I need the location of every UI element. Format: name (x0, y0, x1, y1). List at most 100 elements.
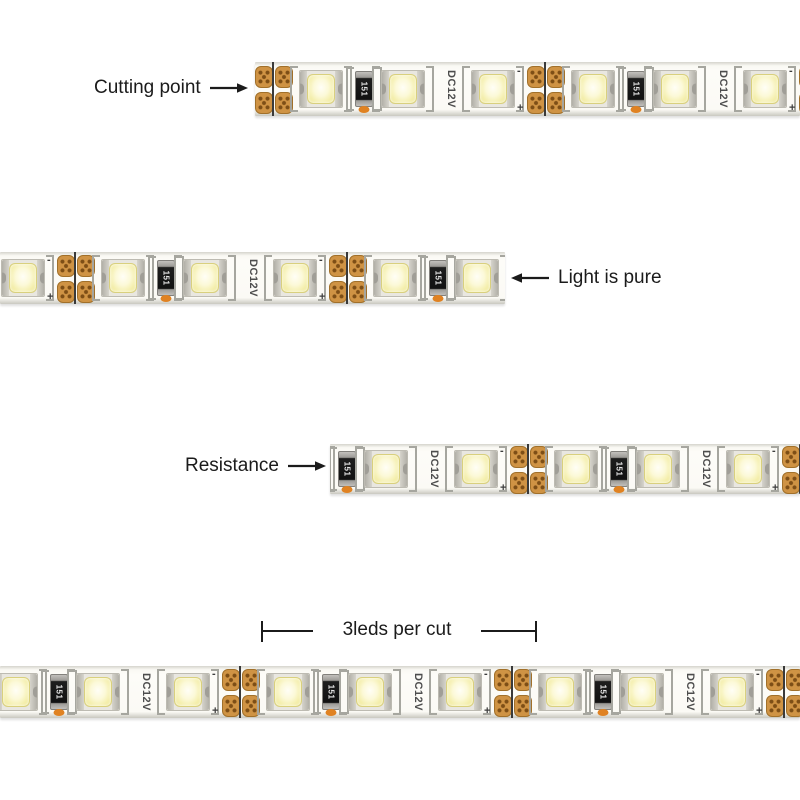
solder-bracket-left (257, 669, 265, 715)
led-package (273, 259, 317, 297)
led-contact-left (349, 674, 356, 710)
led-package (381, 70, 425, 108)
solder-bracket-right (788, 66, 796, 112)
led-phosphor-chip (446, 677, 474, 707)
voltage-print: DC12V (428, 450, 440, 488)
copper-pad (222, 695, 240, 717)
led-phosphor-chip (274, 677, 302, 707)
copper-pad (329, 255, 347, 277)
solder-bracket-left (734, 66, 742, 112)
copper-pad (782, 472, 800, 494)
led-contact-left (572, 71, 579, 107)
solder-bracket-right (681, 446, 689, 492)
resistor-orange-dot (630, 106, 642, 113)
resistor-orange-dot (341, 486, 353, 493)
led-package (0, 673, 38, 711)
led-phosphor-chip (84, 677, 112, 707)
led-contact-right (474, 674, 481, 710)
led-contact-right (779, 71, 786, 107)
resistor-orange-dot (613, 486, 625, 493)
copper-cut-pads: -+ (772, 444, 800, 494)
led-module (446, 255, 505, 301)
led-phosphor-chip (562, 454, 590, 484)
plus-polarity-mark: + (47, 291, 54, 303)
copper-pad (255, 92, 273, 114)
copper-cut-pads: -+ (319, 252, 367, 304)
led-module (545, 446, 607, 492)
solder-bracket-right (46, 255, 54, 301)
led-module (364, 255, 426, 301)
led-module (734, 66, 796, 112)
led-contact-right (490, 451, 497, 487)
led-module (429, 669, 491, 715)
led-module (611, 669, 673, 715)
led-phosphor-chip (109, 263, 137, 293)
led-contact-right (219, 260, 226, 296)
led-contact-left (2, 260, 9, 296)
resistor: 151 (148, 256, 184, 302)
copper-pad (527, 66, 545, 88)
resistor-orange-dot (432, 295, 444, 302)
copper-cut-pads: -+ (47, 252, 95, 304)
resistor-code-label: 151 (342, 461, 352, 477)
led-phosphor-chip (372, 454, 400, 484)
cutting-point-annotation: Cutting point (94, 76, 248, 99)
minus-polarity-mark: - (756, 668, 760, 680)
light-is-pure-label: Light is pure (558, 267, 662, 288)
led-contact-right (656, 674, 663, 710)
led-contact-left (727, 451, 734, 487)
solder-bracket-left (355, 446, 363, 492)
solder-bracket-right (500, 255, 505, 301)
led-contact-right (574, 674, 581, 710)
led-contact-left (621, 674, 628, 710)
copper-pad (786, 669, 800, 691)
led-phosphor-chip (661, 74, 689, 104)
minus-polarity-mark: - (47, 254, 51, 266)
cut-line (272, 62, 274, 116)
led-contact-left (167, 674, 174, 710)
led-module (627, 446, 689, 492)
solder-bracket-left (290, 66, 298, 112)
copper-pad (494, 669, 512, 691)
solder-bracket-left (372, 66, 380, 112)
minus-polarity-mark: - (517, 65, 521, 77)
led-contact-left (382, 71, 389, 107)
led-module (701, 669, 763, 715)
resistor-orange-dot (358, 106, 370, 113)
led-phosphor-chip (579, 74, 607, 104)
led-phosphor-chip (734, 454, 762, 484)
solder-bracket-left (41, 670, 49, 714)
led-contact-right (400, 451, 407, 487)
resistor: 151 (346, 67, 382, 113)
solder-bracket-right (665, 669, 673, 715)
cut-line (783, 666, 785, 718)
led-phosphor-chip (463, 263, 491, 293)
arrow-right-icon (288, 460, 326, 471)
resistor-code-label: 151 (54, 684, 64, 700)
solder-bracket-right (318, 255, 326, 301)
led-contact-left (374, 260, 381, 296)
solder-bracket-right (483, 669, 491, 715)
cutting-point-label: Cutting point (94, 77, 201, 98)
solder-bracket-right (121, 669, 129, 715)
voltage-print: DC12V (700, 450, 712, 488)
voltage-print: DC12V (140, 673, 152, 711)
copper-pad (329, 281, 347, 303)
copper-pad (510, 446, 528, 468)
led-contact-left (365, 451, 372, 487)
led-package (348, 673, 392, 711)
resistor: 151 (41, 670, 77, 716)
solder-bracket-left (611, 669, 619, 715)
led-module (157, 669, 219, 715)
led-module (462, 66, 524, 112)
solder-bracket-left (462, 66, 470, 112)
voltage-print: DC12V (717, 70, 729, 108)
led-contact-right (689, 71, 696, 107)
led-package (183, 259, 227, 297)
copper-pad (786, 695, 800, 717)
resistor: 151 (313, 670, 349, 716)
solder-bracket-right (516, 66, 524, 112)
copper-cut-pads: -+ (500, 444, 548, 494)
led-phosphor-chip (628, 677, 656, 707)
